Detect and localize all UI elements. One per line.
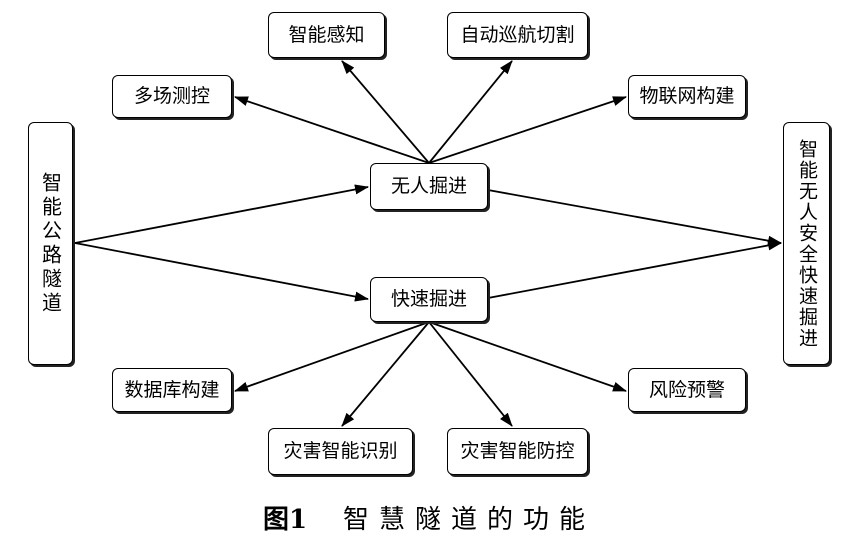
node-disaster-smart-prevention-label: 灾害智能防控: [460, 440, 575, 462]
node-smart-highway-tunnel: 智能公路隧道: [28, 122, 73, 365]
node-risk-warning: 风险预警: [628, 368, 746, 412]
arrow-fast-to-identification: [341, 321, 430, 427]
figure-caption: 图1 智慧隧道的功能: [0, 500, 858, 540]
node-unmanned-excavation: 无人掘进: [370, 163, 488, 210]
node-risk-warning-label: 风险预警: [648, 378, 725, 401]
node-disaster-smart-prevention: 灾害智能防控: [447, 428, 588, 475]
arrow-unmanned-to-target: [487, 189, 782, 246]
node-fast-excavation: 快速掘进: [370, 277, 488, 322]
arrow-fast-to-target: [487, 240, 782, 299]
arrow-unmanned-to-multifield: [234, 96, 430, 164]
node-disaster-smart-identification: 灾害智能识别: [268, 428, 413, 475]
node-smart-perception-label: 智能感知: [288, 23, 365, 46]
node-multi-field-monitoring-label: 多场测控: [133, 85, 210, 107]
arrow-fast-to-prevention: [428, 321, 513, 427]
arrow-unmanned-to-iot: [428, 96, 627, 164]
node-iot-construction: 物联网构建: [628, 75, 746, 118]
arrow-tunnel-to-fast: [74, 242, 369, 302]
arrow-fast-to-warning: [428, 321, 627, 392]
arrow-unmanned-to-perception: [341, 60, 430, 164]
node-auto-cruise-cutting-label: 自动巡航切割: [460, 23, 575, 46]
figure-caption-text: 智慧隧道的功能: [343, 505, 596, 535]
arrow-tunnel-to-unmanned: [74, 184, 369, 244]
arrow-unmanned-to-cruise: [428, 60, 513, 164]
node-database-construction-label: 数据库构建: [124, 378, 220, 401]
node-smart-highway-tunnel-label: 智能公路隧道: [38, 171, 63, 316]
node-database-construction: 数据库构建: [112, 368, 232, 412]
node-smart-unmanned-safe-fast-excavation: 智能无人安全快速掘进: [783, 122, 830, 365]
node-smart-perception: 智能感知: [268, 12, 385, 58]
node-auto-cruise-cutting: 自动巡航切割: [447, 12, 588, 58]
figure-caption-label: 图1: [262, 505, 308, 535]
node-multi-field-monitoring: 多场测控: [112, 75, 232, 118]
node-unmanned-excavation-label: 无人掘进: [390, 175, 467, 197]
node-smart-unmanned-safe-fast-excavation-label: 智能无人安全快速掘进: [796, 138, 818, 349]
node-disaster-smart-identification-label: 灾害智能识别: [283, 440, 398, 462]
node-fast-excavation-label: 快速掘进: [390, 288, 467, 310]
node-iot-construction-label: 物联网构建: [639, 85, 735, 107]
arrow-fast-to-database: [234, 321, 430, 392]
